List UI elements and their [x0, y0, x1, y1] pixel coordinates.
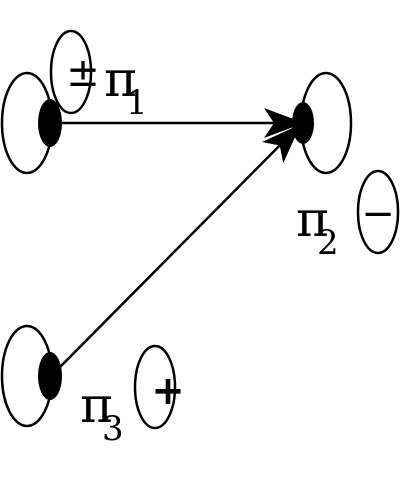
- orbital-2-phase-lobe: [356, 169, 400, 255]
- orbital-1-label: π: [104, 50, 137, 108]
- orbital-3-phase-lobe: [133, 344, 177, 430]
- orbital-3-sign: +: [151, 368, 185, 414]
- orbital-2-subscript: 2: [317, 223, 339, 263]
- orbital-2: − π 2: [292, 71, 400, 263]
- orbital-3-subscript: 3: [102, 409, 124, 449]
- orbital-3-atom: [38, 352, 62, 400]
- orbital-3: + π 3: [0, 324, 185, 449]
- orbital-1-sign: ±: [66, 50, 100, 96]
- arrow-3-to-2: [59, 124, 301, 368]
- orbital-2-label: π: [296, 190, 329, 248]
- orbital-1-phase-lobe: [49, 29, 93, 115]
- orbital-3-label: π: [80, 376, 113, 434]
- orbital-1: ± π 1: [0, 29, 148, 175]
- orbital-1-atom: [38, 99, 62, 147]
- orbital-2-sign: −: [361, 191, 395, 237]
- orbital-1-subscript: 1: [126, 83, 148, 123]
